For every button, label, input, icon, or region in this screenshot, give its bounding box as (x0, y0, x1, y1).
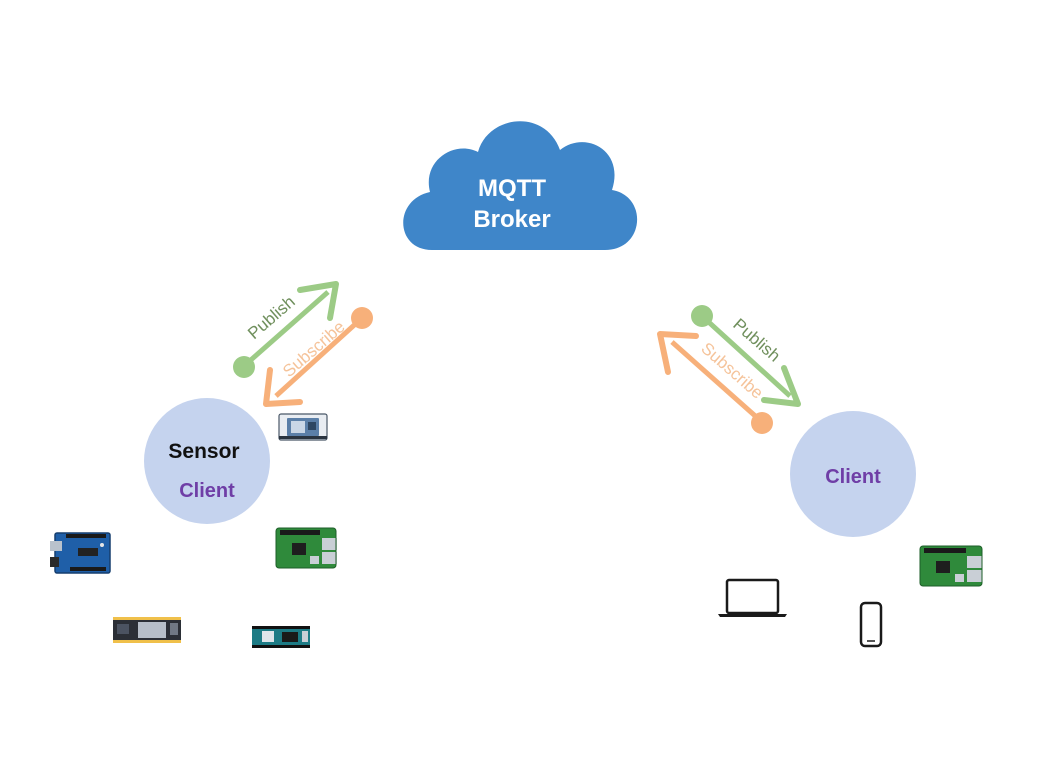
broker-label-line2: Broker (473, 206, 550, 233)
right-publish-label: Publish (729, 315, 784, 366)
arduino-mkr-icon (252, 626, 310, 648)
right-publish-arrow (691, 305, 801, 407)
publish-origin-dot (691, 305, 713, 327)
publish-origin-dot (233, 356, 255, 378)
raspberry-pi-icon (275, 527, 337, 569)
client-title: Client (825, 466, 881, 488)
cloud-icon (403, 121, 638, 250)
sensor-client-node: Sensor Client (144, 398, 270, 524)
esp32-board-icon (113, 617, 181, 643)
right-subscribe-arrow (657, 331, 773, 434)
client-node: Client (790, 411, 916, 537)
sensor-client-title: Sensor (168, 440, 239, 463)
left-subscribe-arrow (263, 307, 373, 407)
smartphone-icon (859, 601, 883, 648)
raspberry-pi-icon (919, 545, 983, 587)
sensor-client-subtitle: Client (179, 480, 235, 502)
subscribe-origin-dot (351, 307, 373, 329)
left-publish-arrow (233, 281, 339, 378)
arduino-uno-icon (50, 532, 111, 574)
mqtt-broker-cloud: MQTT Broker (403, 121, 638, 250)
broker-label-line1: MQTT (478, 175, 546, 202)
subscribe-origin-dot (751, 412, 773, 434)
laptop-icon (718, 578, 787, 617)
wifi-module-icon (278, 413, 328, 441)
